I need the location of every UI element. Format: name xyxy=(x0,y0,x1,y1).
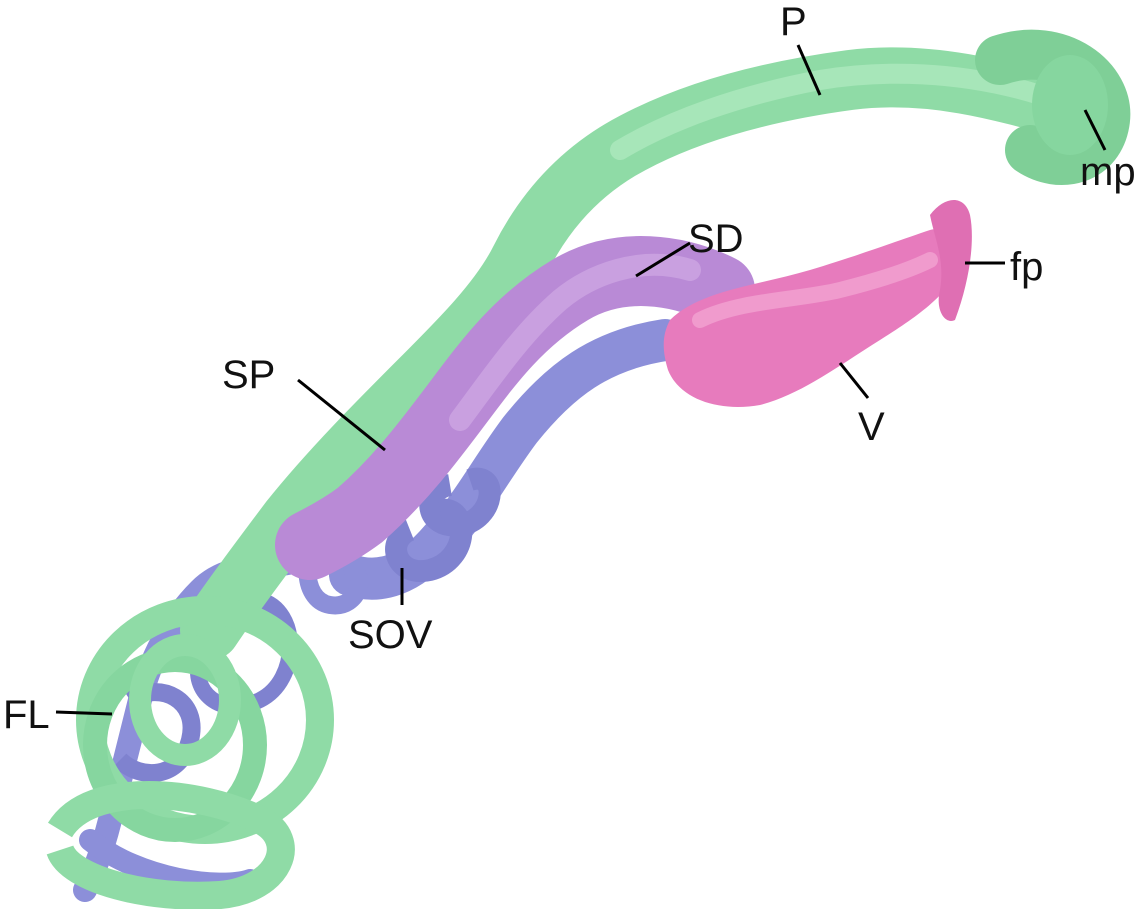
leader-line xyxy=(56,712,112,714)
label-FL: FL xyxy=(3,693,50,737)
label-P: P xyxy=(780,0,807,44)
leader-line xyxy=(840,363,868,398)
label-fp: fp xyxy=(1010,245,1043,289)
annotation-V: V xyxy=(840,363,885,449)
label-mp: mp xyxy=(1080,150,1136,194)
label-SD: SD xyxy=(688,217,744,261)
label-SP: SP xyxy=(222,353,275,397)
green-tip-end xyxy=(1032,55,1108,155)
annotation-fp: fp xyxy=(965,245,1043,289)
label-SOV: SOV xyxy=(348,613,433,657)
green-structure xyxy=(60,55,1108,896)
label-V: V xyxy=(858,405,885,449)
